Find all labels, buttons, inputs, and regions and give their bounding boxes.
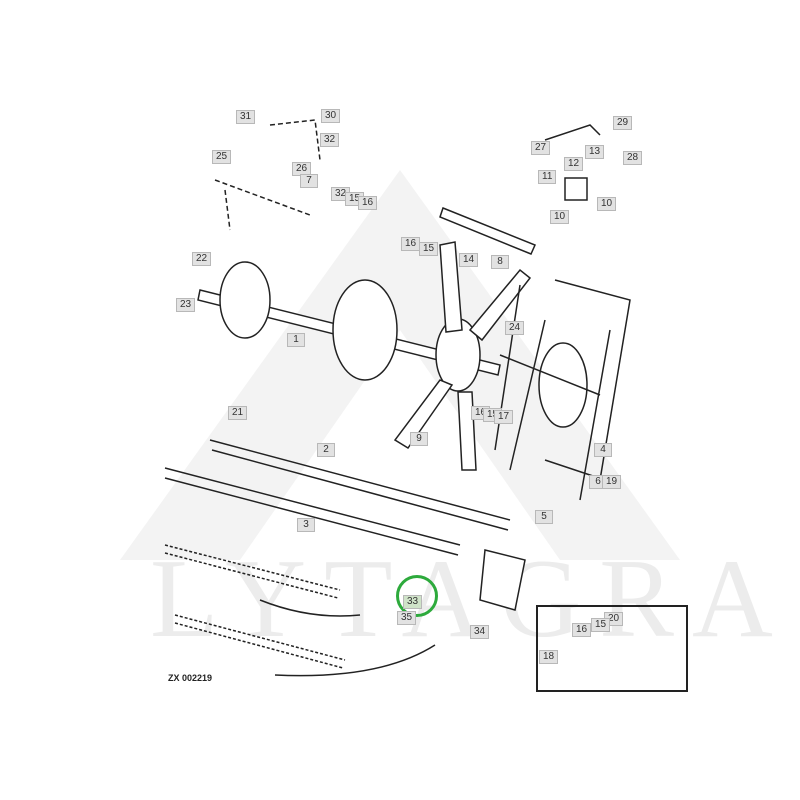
callout-13[interactable]: 13 bbox=[585, 145, 605, 159]
arm-down2 bbox=[457, 391, 477, 471]
shaft-detail-2 bbox=[174, 614, 346, 669]
callout-17[interactable]: 17 bbox=[494, 410, 514, 424]
figure-code: ZX 002219 bbox=[168, 673, 213, 683]
highlight-circle bbox=[396, 575, 438, 617]
callout-34[interactable]: 34 bbox=[470, 625, 490, 639]
arrow-1 bbox=[259, 599, 361, 617]
callout-31[interactable]: 31 bbox=[236, 110, 256, 124]
callout-9[interactable]: 9 bbox=[410, 432, 428, 446]
callout-5[interactable]: 5 bbox=[535, 510, 553, 524]
clamp-10 bbox=[564, 177, 588, 201]
arm-upright bbox=[468, 268, 532, 342]
callout-16b[interactable]: 16 bbox=[401, 237, 421, 251]
arm-down bbox=[393, 379, 454, 450]
callout-12[interactable]: 12 bbox=[564, 157, 584, 171]
frame-ring bbox=[538, 342, 588, 428]
disc-left bbox=[219, 261, 271, 339]
callout-21[interactable]: 21 bbox=[228, 406, 248, 420]
inset-frame bbox=[536, 605, 688, 692]
callout-22[interactable]: 22 bbox=[192, 252, 212, 266]
callout-24[interactable]: 24 bbox=[505, 321, 525, 335]
linkage bbox=[214, 119, 321, 231]
callout-16d[interactable]: 16 bbox=[572, 623, 592, 637]
bracket bbox=[479, 549, 526, 611]
callout-15b[interactable]: 15 bbox=[419, 242, 439, 256]
callout-16[interactable]: 16 bbox=[358, 196, 378, 210]
callout-28[interactable]: 28 bbox=[623, 151, 643, 165]
callout-25[interactable]: 25 bbox=[212, 150, 232, 164]
callout-10[interactable]: 10 bbox=[597, 197, 617, 211]
frame-bars bbox=[494, 279, 631, 501]
shaft-3 bbox=[164, 467, 461, 556]
callout-19[interactable]: 19 bbox=[602, 475, 622, 489]
clamp-27 bbox=[544, 124, 601, 141]
arrow-2 bbox=[274, 644, 436, 677]
callout-2[interactable]: 2 bbox=[317, 443, 335, 457]
shaft-2 bbox=[209, 439, 511, 531]
callout-18[interactable]: 18 bbox=[539, 650, 559, 664]
shaft-detail-1 bbox=[164, 544, 341, 599]
arm-up bbox=[439, 241, 463, 333]
callout-3[interactable]: 3 bbox=[297, 518, 315, 532]
callout-4[interactable]: 4 bbox=[594, 443, 612, 457]
callout-32[interactable]: 32 bbox=[320, 133, 340, 147]
callout-27[interactable]: 27 bbox=[531, 141, 551, 155]
callout-35[interactable]: 35 bbox=[397, 611, 417, 625]
callout-33[interactable]: 33 bbox=[403, 595, 423, 609]
callout-23[interactable]: 23 bbox=[176, 298, 196, 312]
callout-30[interactable]: 30 bbox=[321, 109, 341, 123]
callout-7[interactable]: 7 bbox=[300, 174, 318, 188]
callout-8[interactable]: 8 bbox=[491, 255, 509, 269]
callout-10b[interactable]: 10 bbox=[550, 210, 570, 224]
bar-8 bbox=[439, 207, 537, 255]
callout-14[interactable]: 14 bbox=[459, 253, 479, 267]
callout-15d[interactable]: 15 bbox=[591, 618, 611, 632]
disc-middle bbox=[332, 279, 398, 381]
callout-29[interactable]: 29 bbox=[613, 116, 633, 130]
callout-1[interactable]: 1 bbox=[287, 333, 305, 347]
callout-11[interactable]: 11 bbox=[538, 170, 557, 184]
